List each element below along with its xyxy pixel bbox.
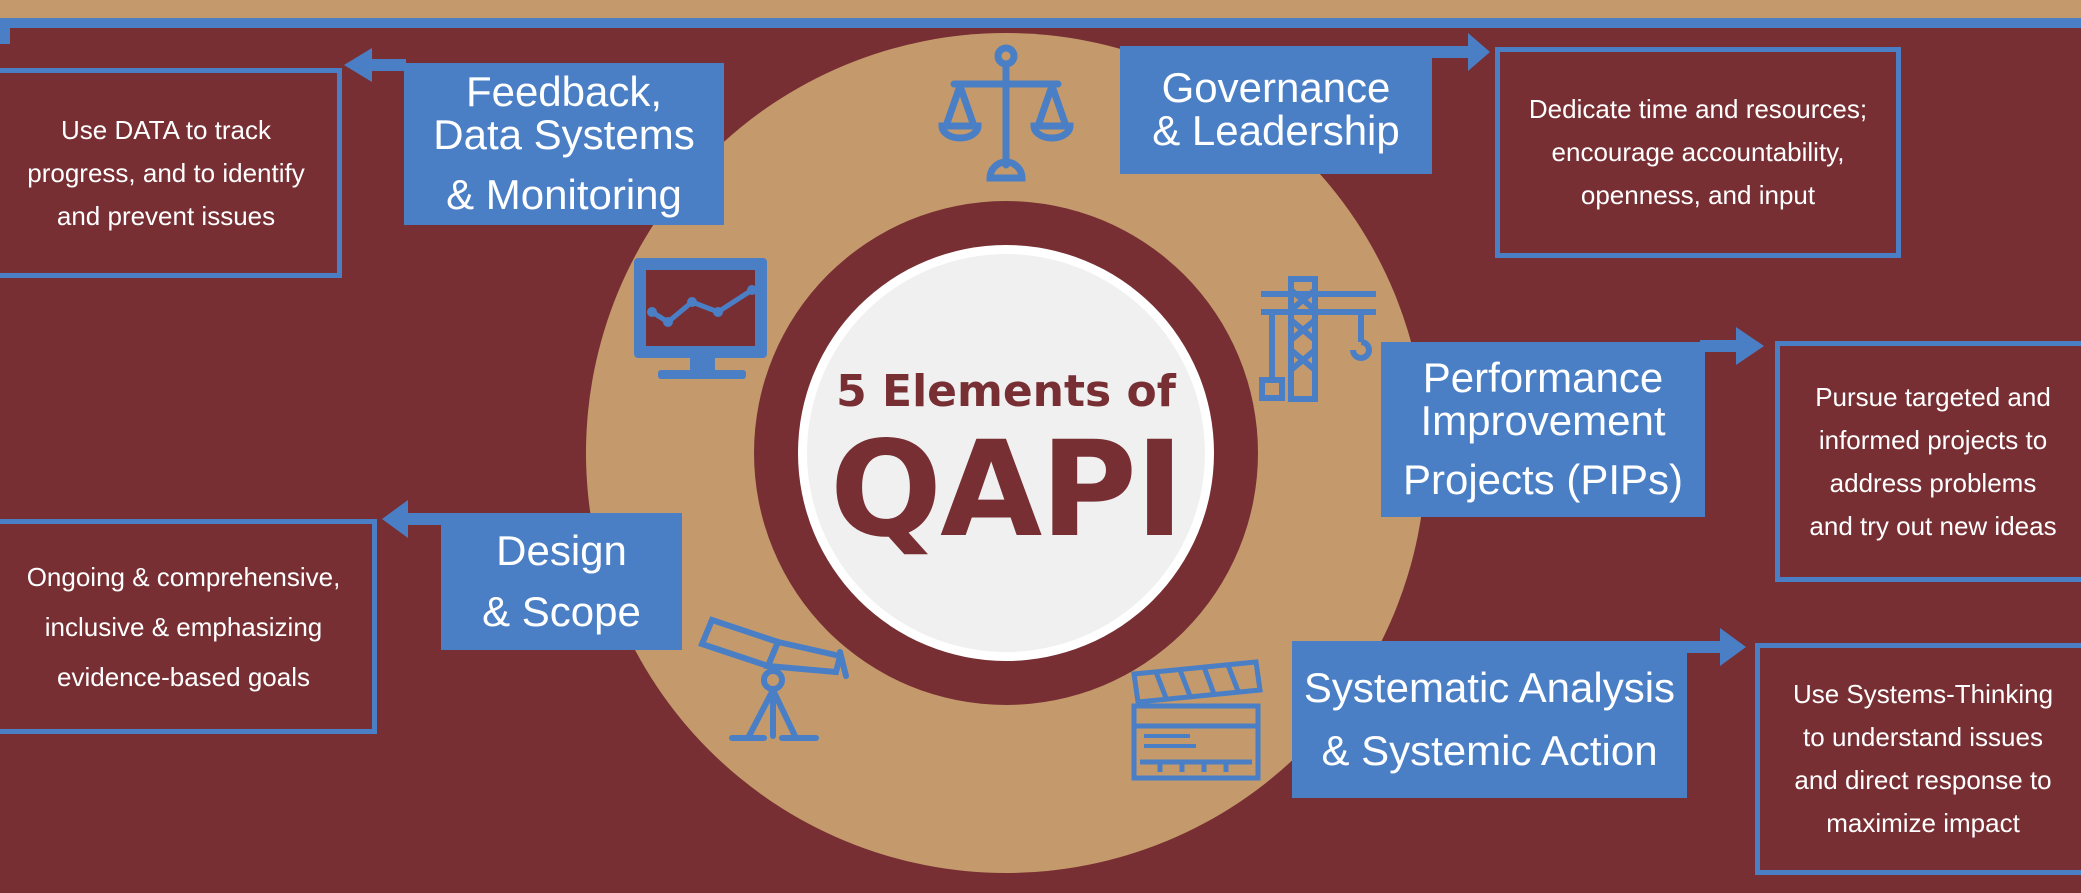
feedback-desc-line: Use DATA to track: [61, 114, 271, 145]
governance-desc-line: encourage accountability,: [1551, 137, 1845, 167]
design-arrow-line: [404, 513, 444, 525]
performance-arrow-head: [1736, 327, 1764, 365]
feedback-description: Use DATA to track progress, and to ident…: [0, 68, 342, 278]
performance-label-line: Performance: [1422, 354, 1664, 402]
feedback-label: Feedback, Data Systems & Monitoring: [404, 63, 724, 225]
governance-label: Governance & Leadership: [1120, 46, 1432, 174]
design-arrow-head: [382, 500, 408, 538]
performance-label-line: Improvement: [1420, 397, 1666, 445]
design-label-line: Design: [496, 526, 627, 574]
governance-arrow-line: [1432, 46, 1472, 58]
feedback-label-line: Feedback,: [465, 67, 663, 115]
systematic-arrow-head: [1720, 628, 1746, 666]
performance-desc-line: informed projects to: [1818, 424, 2048, 455]
systematic-description: Use Systems-Thinking to understand issue…: [1755, 643, 2081, 875]
performance-arrow-line: [1700, 340, 1740, 352]
telescope-icon: [697, 616, 849, 741]
systematic-desc-line: Use Systems-Thinking: [1792, 679, 2054, 709]
performance-desc-line: Pursue targeted and: [1815, 381, 2051, 412]
design-desc-line: Ongoing & comprehensive,: [26, 561, 341, 592]
systematic-desc-line: to understand issues: [1803, 722, 2043, 752]
center-subtitle: 5 Elements of: [836, 366, 1176, 417]
feedback-desc-line: and prevent issues: [56, 200, 276, 231]
performance-desc-line: and try out new ideas: [1809, 510, 2057, 541]
design-description: Ongoing & comprehensive, inclusive & emp…: [0, 519, 377, 734]
governance-arrow-head: [1468, 33, 1490, 71]
feedback-desc-line: progress, and to identify: [27, 157, 305, 188]
design-desc-line: inclusive & emphasizing: [44, 611, 323, 642]
governance-desc-line: openness, and input: [1580, 180, 1816, 210]
performance-description: Pursue targeted and informed projects to…: [1775, 341, 2081, 582]
systematic-label: Systematic Analysis & Systemic Action: [1292, 641, 1687, 798]
top-connector-cap: [0, 18, 10, 44]
connector-arrows: [344, 33, 1764, 666]
feedback-label-line: & Monitoring: [446, 171, 682, 219]
design-desc-line: evidence-based goals: [57, 661, 310, 692]
center-title: QAPI: [829, 413, 1184, 567]
center-circle: [807, 254, 1205, 652]
systematic-label-line: & Systemic Action: [1321, 726, 1658, 774]
top-band: [0, 0, 2081, 18]
systematic-desc-line: and direct response to: [1794, 765, 2052, 795]
monitor-chart-icon: [634, 258, 767, 379]
performance-label: Performance Improvement Projects (PIPs): [1381, 342, 1705, 517]
clapperboard-icon: [1131, 659, 1263, 781]
feedback-arrow-head: [344, 48, 372, 82]
systematic-desc-line: maximize impact: [1826, 808, 2020, 838]
systematic-arrow-line: [1684, 641, 1724, 653]
crane-icon: [1259, 276, 1376, 402]
governance-label-line: & Leadership: [1152, 107, 1400, 154]
feedback-arrow-line: [370, 59, 406, 71]
systematic-label-line: Systematic Analysis: [1303, 663, 1676, 711]
scales-icon: [938, 44, 1074, 182]
feedback-label-line: Data Systems: [433, 110, 695, 158]
governance-desc-line: Dedicate time and resources;: [1528, 94, 1868, 124]
design-label: Design & Scope: [441, 513, 682, 650]
top-connector-line: [0, 18, 2081, 28]
design-label-line: & Scope: [482, 587, 641, 635]
governance-description: Dedicate time and resources; encourage a…: [1495, 47, 1901, 258]
performance-label-line: Projects (PIPs): [1402, 455, 1684, 503]
governance-label-line: Governance: [1161, 64, 1391, 112]
performance-desc-line: address problems: [1829, 467, 2037, 498]
